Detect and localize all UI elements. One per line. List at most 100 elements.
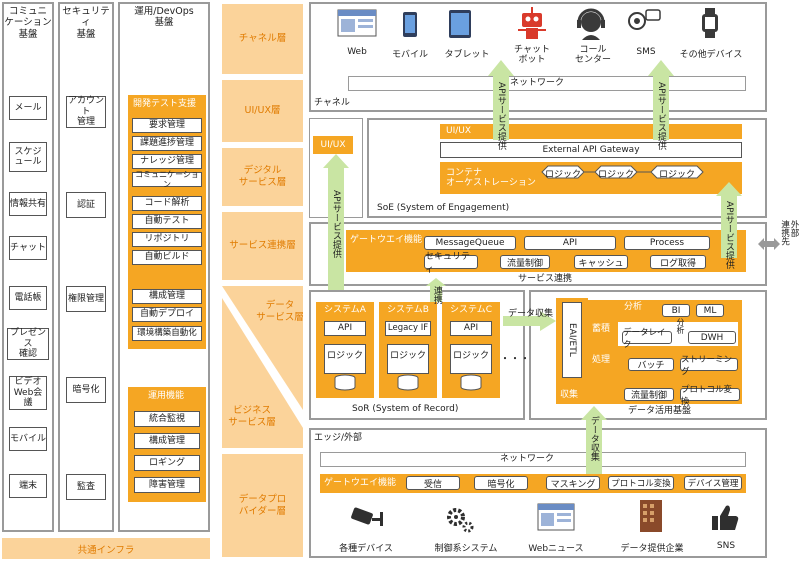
common-infra-bar xyxy=(2,538,210,559)
call-center-icon xyxy=(577,8,605,40)
analysis-label: 分析 xyxy=(624,302,643,312)
dev-item: 環境構築自動化 xyxy=(132,326,202,341)
dwh-box: DWH xyxy=(688,331,736,344)
system-logic: ロジック xyxy=(387,344,429,374)
cache-box: キャッシュ xyxy=(574,255,628,269)
system-logic: ロジック xyxy=(450,344,492,374)
gear-icon xyxy=(447,508,474,533)
comm-item: プレゼンス 確認 xyxy=(7,328,49,360)
logic-label: ロジック xyxy=(544,170,581,180)
camera-icon xyxy=(351,507,383,526)
security-item: 監査 xyxy=(66,474,106,500)
message-queue: MessageQueue xyxy=(424,236,516,250)
channel-network-label: ネットワーク xyxy=(510,78,565,88)
more-systems-dots: ・・・ xyxy=(500,354,530,365)
batch-box: バッチ xyxy=(628,358,674,371)
ml-box: ML xyxy=(696,304,724,317)
thumbs-up-icon xyxy=(712,505,739,530)
comm-item: スケジ ュール xyxy=(9,142,47,172)
mobile-icon xyxy=(403,12,417,37)
edge-frame xyxy=(309,428,767,558)
comm-item: 電話帳 xyxy=(9,286,47,310)
dev-item: 自動テスト xyxy=(132,214,202,229)
layer-label: UI/UX層 xyxy=(222,80,303,142)
arrow-data-collect xyxy=(581,406,607,474)
system-interface: API xyxy=(324,321,366,336)
ops-item: 統合監視 xyxy=(134,411,200,427)
edge-source-label: SNS xyxy=(716,541,736,551)
system-interface: API xyxy=(450,321,492,336)
security-item: 暗号化 xyxy=(66,377,106,403)
edge-source-label: データ提供企業 xyxy=(620,544,684,554)
logging-box: ログ取得 xyxy=(650,255,706,269)
tablet-icon xyxy=(449,10,471,38)
layer-label: ビジネス サービス層 xyxy=(228,405,276,428)
arrow-uiux-left xyxy=(323,154,349,290)
dev-item: 自動ビルド xyxy=(132,250,202,265)
sor-label: SoR (System of Record) xyxy=(352,404,459,414)
system-name: システムA xyxy=(324,305,366,315)
edge-gw-item: 暗号化 xyxy=(474,476,528,490)
eai-etl-box: EAI/ETL xyxy=(562,302,582,378)
dev-item: コミュニケーション xyxy=(132,170,202,189)
ops-function-title: 運用機能 xyxy=(148,391,185,401)
dev-item: リポジトリ xyxy=(132,232,202,247)
dev-item: 自動デプロイ xyxy=(132,307,202,322)
system-name: システムB xyxy=(387,305,429,315)
ops-item: 障害管理 xyxy=(134,477,200,493)
comm-item: 端末 xyxy=(9,474,47,498)
web-icon xyxy=(337,9,377,37)
dev-item: ナレッジ管理 xyxy=(132,154,202,169)
edge-network-label: ネットワーク xyxy=(500,454,555,464)
arrow-collect-right xyxy=(503,311,556,331)
device-label: SMS xyxy=(636,47,656,57)
process-label: 処理 xyxy=(592,355,611,365)
comm-item: モバイル xyxy=(9,427,47,451)
security-item: アカウント 管理 xyxy=(66,96,106,128)
api-box: API xyxy=(524,236,616,250)
service-gateway-label: ゲートウエイ機能 xyxy=(350,235,423,245)
flow-control-box: 流量制御 xyxy=(500,255,550,269)
edge-source-label: 各種デバイス xyxy=(339,544,393,554)
ops-title: 運用/DevOps 基盤 xyxy=(134,6,194,29)
system-interface: Legacy IF xyxy=(385,321,431,336)
layer-label: チャネル層 xyxy=(222,4,303,74)
orchestration-label: コンテナ オーケストレーション xyxy=(446,167,536,188)
chatbot-icon xyxy=(518,7,546,39)
arrow-channel-1 xyxy=(488,60,514,140)
ops-item: 構成管理 xyxy=(134,433,200,449)
device-label: チャット ボット xyxy=(514,45,550,66)
bunseki-small: 分析 xyxy=(676,318,685,334)
device-label: Web xyxy=(347,47,367,57)
edge-gw-item: マスキング xyxy=(546,476,600,490)
external-partner-label: 外部 連携先 xyxy=(779,220,799,246)
layer-label: データ サービス層 xyxy=(256,300,304,323)
dev-item: 構成管理 xyxy=(132,289,202,304)
edge-title: エッジ/外部 xyxy=(314,433,363,443)
edge-network-bar xyxy=(320,452,746,467)
device-label: コール センター xyxy=(574,45,611,66)
security-item: 認証 xyxy=(66,192,106,218)
arrow-renkei xyxy=(426,278,446,302)
channel-label: チャネル xyxy=(314,98,350,108)
edge-source-label: Webニュース xyxy=(528,544,584,554)
bi-box: BI xyxy=(662,304,690,317)
dev-item: 課題進捗管理 xyxy=(132,136,202,151)
database-icon xyxy=(334,374,356,391)
edge-source-label: 制御系システム xyxy=(434,544,498,554)
comm-item: メール xyxy=(9,96,47,120)
web-news-icon xyxy=(537,503,575,531)
arrow-label: 連携 xyxy=(431,286,442,304)
layer-label: デジタル サービス層 xyxy=(222,148,303,206)
data-right-block xyxy=(588,300,742,404)
flow-box: 流量制御 xyxy=(624,388,674,401)
data-platform-label: データ活用基盤 xyxy=(628,406,692,416)
comm-title: コミュニ ケーション 基盤 xyxy=(4,6,52,40)
sms-icon xyxy=(628,9,661,30)
other-devices-icon xyxy=(702,8,718,38)
layer-label: データプロ バイダー層 xyxy=(222,454,303,557)
uiux-left-label: UI/UX xyxy=(320,139,346,150)
